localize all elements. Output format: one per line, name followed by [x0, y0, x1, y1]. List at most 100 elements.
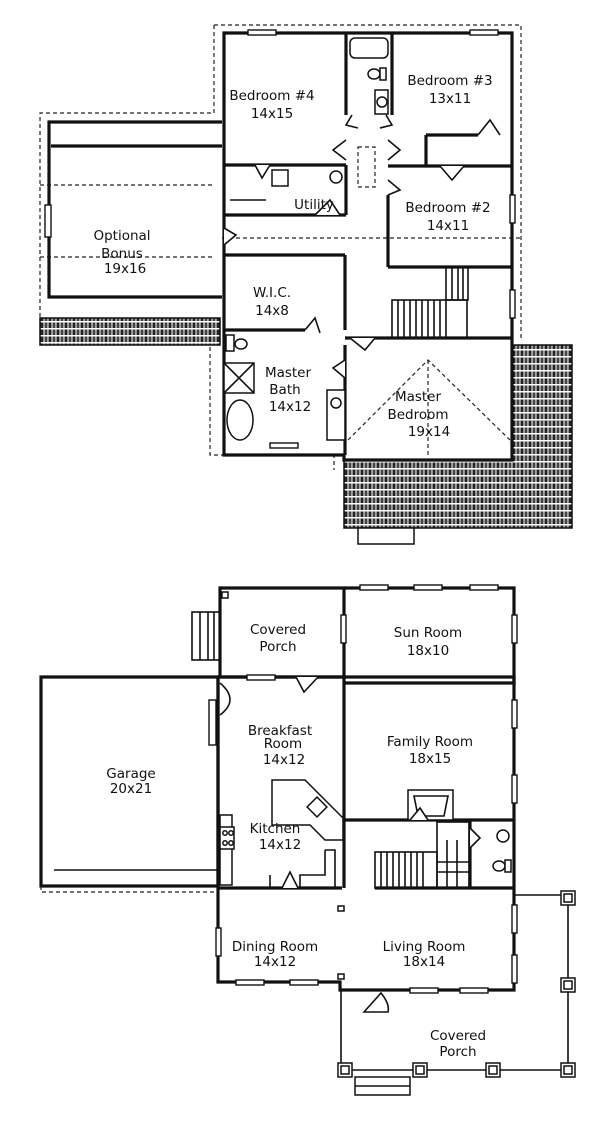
window	[511, 904, 518, 934]
room-size-master-bath: 14x12	[269, 399, 311, 415]
room-name-master-bath-line1: Master	[265, 365, 312, 381]
door-swing[interactable]	[281, 870, 299, 889]
porch-columns	[337, 890, 576, 1078]
room-size-bedroom-4: 14x15	[251, 106, 293, 122]
room-name-bonus-line1: Optional	[93, 228, 150, 244]
porch-post	[221, 591, 229, 599]
upper-outline	[222, 31, 514, 462]
toilet-tank	[504, 859, 512, 873]
room-name-bedroom-3: Bedroom #3	[407, 73, 492, 89]
sink-bowl	[376, 96, 388, 108]
room-name-family-room: Family Room	[387, 734, 473, 750]
door-swing[interactable]	[409, 806, 429, 821]
kitchen-sink	[306, 796, 328, 818]
kitchen-counter	[269, 849, 336, 888]
window	[509, 194, 516, 224]
room-size-family-room: 18x15	[409, 751, 451, 767]
room-name-garage: Garage	[106, 766, 155, 782]
toilet	[367, 68, 381, 80]
door-swing[interactable]	[349, 337, 376, 352]
room-size-dining-room: 14x12	[254, 954, 296, 970]
window	[359, 584, 389, 591]
back-porch-steps	[191, 611, 221, 661]
column	[337, 973, 345, 980]
door-swing[interactable]	[331, 359, 346, 379]
room-name-breakfast-line1: Breakfast	[248, 723, 312, 739]
burner	[222, 840, 228, 846]
toilet	[234, 338, 248, 350]
garage-entry-door-frame	[208, 699, 217, 746]
room-size-sun-room: 18x10	[407, 643, 449, 659]
room-size-kitchen: 14x12	[259, 837, 301, 853]
door-swing[interactable]	[439, 118, 501, 182]
room-name-sun-room: Sun Room	[394, 625, 462, 641]
upper-floor-plan: Bedroom #4 14x15 Bedroom #3 13x11 Utilit…	[39, 24, 573, 545]
window	[511, 699, 518, 729]
front-door[interactable]	[362, 991, 390, 1013]
window	[511, 614, 518, 644]
window	[247, 29, 277, 36]
toilet-tank	[379, 67, 387, 81]
window	[289, 979, 319, 986]
door-swing[interactable]	[254, 164, 271, 180]
attic-access	[357, 146, 376, 188]
burner	[228, 830, 234, 836]
roof-step	[357, 527, 415, 545]
burner	[222, 830, 228, 836]
room-name-master-bedroom-line1: Master	[395, 389, 442, 405]
window	[409, 987, 439, 994]
window	[340, 614, 347, 644]
room-name-back-porch-line2: Porch	[259, 639, 296, 655]
column	[337, 905, 345, 912]
room-name-bedroom-4: Bedroom #4	[229, 88, 314, 104]
window	[511, 774, 518, 804]
door-swing[interactable]	[304, 316, 321, 334]
window	[235, 979, 265, 986]
room-name-bedroom-2: Bedroom #2	[405, 200, 490, 216]
window	[269, 442, 299, 449]
room-size-breakfast: 14x12	[263, 752, 305, 768]
garage-apron	[40, 886, 218, 893]
door-swing[interactable]	[314, 198, 341, 216]
room-name-breakfast-line2: Room	[264, 736, 302, 752]
burner	[228, 840, 234, 846]
room-name-front-porch-line1: Covered	[430, 1028, 486, 1044]
room-size-wic: 14x8	[255, 303, 289, 319]
room-name-utility: Utility	[294, 197, 334, 213]
door-swing[interactable]	[331, 139, 402, 196]
room-size-living-room: 18x14	[403, 954, 445, 970]
powder-sink	[496, 829, 510, 843]
window	[44, 204, 52, 238]
room-name-kitchen: Kitchen	[250, 821, 301, 837]
bonus-roof	[39, 317, 221, 346]
window	[469, 29, 499, 36]
fireplace-hearth	[413, 795, 449, 817]
room-name-master-bedroom-line2: Bedroom	[387, 407, 448, 423]
toilet-tank	[225, 334, 235, 352]
room-name-living-room: Living Room	[383, 939, 466, 955]
window	[511, 954, 518, 984]
staircase-main	[374, 821, 470, 889]
room-size-bedroom-2: 14x11	[427, 218, 469, 234]
window	[413, 584, 443, 591]
door-swing[interactable]	[469, 827, 482, 849]
vaulted-ceiling-lines	[347, 359, 511, 455]
door-swing[interactable]	[344, 114, 394, 129]
room-name-dining-room: Dining Room	[232, 939, 318, 955]
kitchen-island	[271, 779, 344, 841]
door-swing[interactable]	[223, 227, 238, 246]
room-name-back-porch-line1: Covered	[250, 622, 306, 638]
window	[215, 927, 222, 957]
porch-roof	[343, 344, 573, 529]
garden-tub	[226, 399, 254, 441]
door-swing[interactable]	[219, 682, 231, 716]
room-size-bedroom-3: 13x11	[429, 91, 471, 107]
bonus-eave-line	[39, 25, 215, 318]
door-swing[interactable]	[295, 676, 319, 694]
room-size-bonus: 19x16	[104, 261, 146, 277]
window	[509, 289, 516, 319]
room-size-garage: 20x21	[110, 781, 152, 797]
water-heater	[329, 170, 343, 184]
window	[459, 987, 489, 994]
